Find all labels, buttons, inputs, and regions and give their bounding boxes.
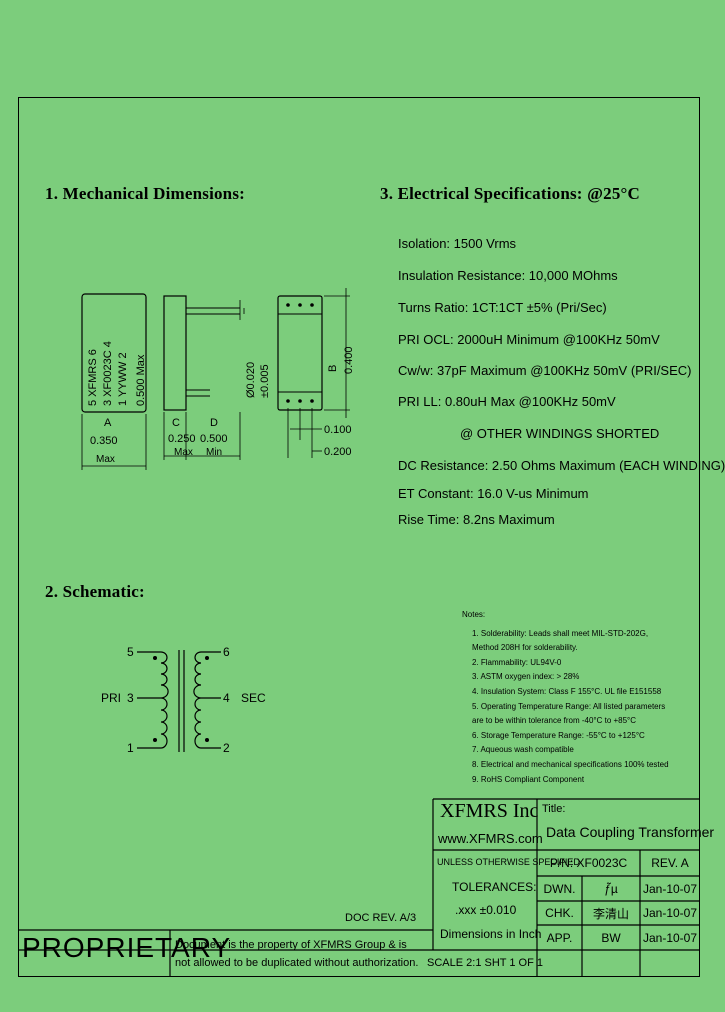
marking-line-2: 3 XF0023C 4: [102, 341, 114, 406]
spec-isolation: Isolation: 1500 Vrms: [398, 236, 517, 251]
dim-d-label: D: [210, 417, 218, 429]
note-5a: 5. Operating Temperature Range: All list…: [472, 701, 666, 711]
chk-signature: 李清山: [592, 906, 629, 921]
part-number: P/N: XF0023C: [549, 856, 628, 870]
lead-tolerance: ±0.005: [259, 364, 271, 398]
dim-b-value: 0.400: [343, 346, 355, 374]
schematic-diagram: 5 3 1 6 4 2 PRI SEC: [101, 645, 266, 755]
marking-line-4: 0.500 Max: [135, 354, 147, 406]
unless-specified: UNLESS OTHERWISE SPECIFIED: [437, 857, 580, 867]
title-value: Data Coupling Transformer: [546, 824, 715, 840]
marking-line-1: 5 XFMRS 6: [87, 349, 99, 406]
spec-leakage: PRI LL: 0.80uH Max @100KHz 50mV: [398, 394, 616, 409]
drawing-frame: [18, 97, 700, 977]
dim-a-label: A: [104, 417, 112, 429]
company-website[interactable]: www.XFMRS.com: [438, 831, 543, 846]
spec-turns-ratio: Turns Ratio: 1CT:1CT ±5% (Pri/Sec): [398, 300, 607, 315]
electrical-title: 3. Electrical Specifications: @25°C: [380, 184, 641, 203]
marking-line-3: 1 YYWW 2: [117, 352, 129, 406]
note-5b: are to be within tolerance from -40°C to…: [472, 716, 637, 726]
pin-3: 3: [127, 691, 134, 705]
pin-5: 5: [127, 645, 134, 659]
dim-c-value: 0.250: [168, 433, 196, 445]
dim-d-note: Min: [206, 447, 222, 458]
spec-insulation: Insulation Resistance: 10,000 MOhms: [398, 268, 618, 283]
spec-windings-shorted: @ OTHER WINDINGS SHORTED: [460, 426, 660, 441]
pitch-200: 0.200: [324, 446, 352, 458]
note-1a: 1. Solderability: Leads shall meet MIL-S…: [472, 628, 649, 638]
tolerance-value: .xxx ±0.010: [455, 903, 517, 917]
dwn-date: Jan-10-07: [642, 881, 698, 896]
note-7: 7. Aqueous wash compatible: [472, 745, 574, 755]
proprietary-label: PROPRIETARY: [22, 932, 232, 963]
pin-4: 4: [223, 691, 230, 705]
chk-label: CHK.: [545, 906, 574, 920]
pitch-100: 0.100: [324, 424, 352, 436]
pin-6: 6: [223, 645, 230, 659]
note-6: 6. Storage Temperature Range: -55°C to +…: [472, 730, 645, 740]
dim-d-value: 0.500: [200, 433, 228, 445]
dimensions-in-inch: Dimensions in Inch: [440, 927, 542, 941]
mechanical-title: 1. Mechanical Dimensions:: [45, 184, 246, 203]
notes-title: Notes:: [462, 610, 486, 619]
app-signature: BW: [601, 930, 621, 945]
tolerances-label: TOLERANCES:: [452, 880, 537, 894]
note-8: 8. Electrical and mechanical specificati…: [472, 759, 669, 769]
note-9: 9. RoHS Compliant Component: [472, 774, 585, 784]
chk-date: Jan-10-07: [642, 906, 698, 920]
app-date: Jan-10-07: [642, 930, 698, 945]
revision: REV. A: [651, 856, 689, 870]
dwn-label: DWN.: [543, 881, 576, 896]
notes-block: Notes: 1. Solderability: Leads shall mee…: [462, 608, 669, 787]
note-3: 3. ASTM oxygen index: > 28%: [472, 672, 580, 682]
mechanical-drawing: 5 XFMRS 6 3 XF0023C 4 1 YYWW 2 0.500 Max…: [81, 288, 355, 470]
spec-rise-time: Rise Time: 8.2ns Maximum: [398, 512, 555, 527]
note-1b: Method 208H for solderability.: [472, 643, 578, 653]
pin-1: 1: [127, 741, 134, 755]
company-name: XFMRS Inc: [440, 800, 539, 822]
spec-cww: Cw/w: 37pF Maximum @100KHz 50mV (PRI/SEC…: [398, 363, 692, 378]
pin-2: 2: [223, 741, 230, 755]
dwn-signature: ƒ̃µ: [604, 881, 618, 896]
proprietary-text-1: Document is the property of XFMRS Group …: [175, 939, 407, 951]
schematic-title: 2. Schematic:: [45, 582, 145, 601]
dim-a-value: 0.350: [90, 435, 118, 447]
lead-diameter: Ø0.020: [245, 362, 257, 398]
dim-c-note: Max: [174, 447, 193, 458]
sec-label: SEC: [241, 691, 266, 705]
spec-ocl: PRI OCL: 2000uH Minimum @100KHz 50mV: [398, 332, 660, 347]
note-2: 2. Flammability: UL94V-0: [472, 657, 562, 667]
spec-dcr: DC Resistance: 2.50 Ohms Maximum (EACH W…: [398, 458, 725, 473]
pri-label: PRI: [101, 691, 121, 705]
dim-b-label: B: [327, 365, 339, 372]
dim-c-label: C: [172, 417, 180, 429]
note-4: 4. Insulation System: Class F 155°C. UL …: [472, 686, 662, 696]
scale-sheet: SCALE 2:1 SHT 1 OF 1: [427, 957, 543, 969]
app-label: APP.: [546, 930, 573, 945]
dim-a-note: Max: [96, 454, 115, 465]
doc-revision: DOC REV. A/3: [345, 912, 417, 924]
proprietary-text-2: not allowed to be duplicated without aut…: [175, 957, 419, 969]
spec-et: ET Constant: 16.0 V-us Minimum: [398, 486, 589, 501]
title-label: Title:: [542, 803, 566, 815]
